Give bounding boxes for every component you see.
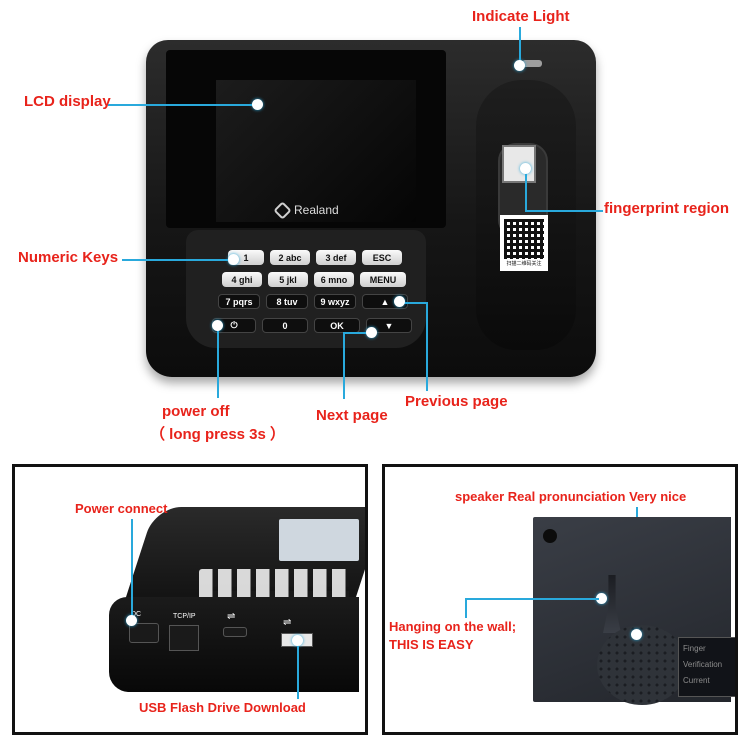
qr-code-icon [504,219,544,259]
lcd-display [216,80,416,222]
rear-card-line-2: Verification [683,660,723,669]
side-device-screen [279,519,359,561]
speaker-grille-icon [597,625,687,705]
device-rear: Finger Verification Current [533,517,735,705]
callout-lcd-display: LCD display [24,93,111,110]
usb-icon: ⇌ [283,617,292,628]
callout-previous-page: Previous page [405,393,508,410]
leader-fingerprint-v [525,170,527,212]
key-menu[interactable]: MENU [360,272,406,287]
callout-fingerprint-region: fingerprint region [604,200,729,217]
callout-next-page: Next page [316,407,388,424]
callout-power-off: power off [162,403,230,420]
marker-previous-page [394,296,405,307]
qr-code: 扫描二维码关注 [500,215,548,271]
marker-speaker [631,629,642,640]
screw-hole-icon [543,529,557,543]
marker-fingerprint [520,163,531,174]
leader-next-page-v [343,333,345,399]
callout-numeric-keys: Numeric Keys [18,249,119,266]
side-device: DC TCP/IP ⇌ ⇌ [109,497,365,702]
marker-next-page [366,327,377,338]
key-down[interactable]: ▼ [366,318,412,333]
callout-hanging-1: Hanging on the wall; [389,619,517,634]
brand-label: Realand [294,203,339,217]
callout-power-connect: Power connect [75,501,168,516]
leader-indicate-light [519,27,521,63]
rear-label-card: Finger Verification Current [678,637,735,697]
device-brand: Realand [273,200,339,220]
marker-power-off [212,320,223,331]
marker-numeric-keys [228,254,239,265]
callout-usb-flash-drive: USB Flash Drive Download [139,700,306,715]
key-0[interactable]: 0 [262,318,308,333]
rear-card-line-3: Current [683,676,710,685]
callout-speaker: speaker Real pronunciation Very nice [455,489,687,504]
marker-indicate-light [514,60,525,71]
usb-mini-port[interactable] [223,627,247,637]
marker-lcd-display [252,99,263,110]
leader-next-page-h [343,332,373,334]
key-7[interactable]: 7 pqrs [218,294,260,309]
leader-previous-page-v [426,303,428,391]
key-8[interactable]: 8 tuv [266,294,308,309]
tcpip-port[interactable] [169,625,199,651]
port-tcpip-label: TCP/IP [173,613,196,620]
leader-power-off-v [217,328,219,398]
key-3[interactable]: 3 def [316,250,356,265]
leader-hanging-h [465,598,599,600]
marker-hanging [596,593,607,604]
key-esc[interactable]: ESC [362,250,402,265]
indicator-light [522,60,542,67]
side-view-panel: DC TCP/IP ⇌ ⇌ Power connect USB Flash Dr… [12,464,368,735]
key-5[interactable]: 5 jkl [268,272,308,287]
leader-lcd-display [108,104,256,106]
leader-numeric-keys [122,259,232,261]
rear-view-panel: speaker Real pronunciation Very nice Fin… [382,464,738,735]
wall-hook-icon [603,575,621,633]
usb-mini-icon: ⇌ [227,611,236,622]
rear-card-line-1: Finger [683,644,706,653]
key-9[interactable]: 9 wxyz [314,294,356,309]
qr-caption: 扫描二维码关注 [506,261,542,267]
callout-power-off-note: （ long press 3s ） [150,426,286,443]
fingerprint-window [502,145,536,183]
key-2[interactable]: 2 abc [270,250,310,265]
marker-usb [292,635,303,646]
callout-hanging-2: THIS IS EASY [389,637,474,652]
leader-previous-page-h [400,302,428,304]
side-device-ports: DC TCP/IP ⇌ ⇌ [109,597,359,692]
leader-power-connect-v [131,519,133,619]
key-ok[interactable]: OK [314,318,360,333]
leader-usb-v [297,642,299,699]
realand-logo-icon [273,200,292,220]
leader-fingerprint-h [525,210,603,212]
leader-hanging-v [465,598,467,618]
dc-port[interactable] [129,623,159,643]
callout-indicate-light: Indicate Light [472,8,570,25]
marker-power-connect [126,615,137,626]
port-dc-label: DC [131,611,142,618]
key-4[interactable]: 4 ghi [222,272,262,287]
attendance-device: Realand 1 2 abc 3 def ESC 4 ghi 5 jkl 6 … [146,40,596,377]
key-6[interactable]: 6 mno [314,272,354,287]
